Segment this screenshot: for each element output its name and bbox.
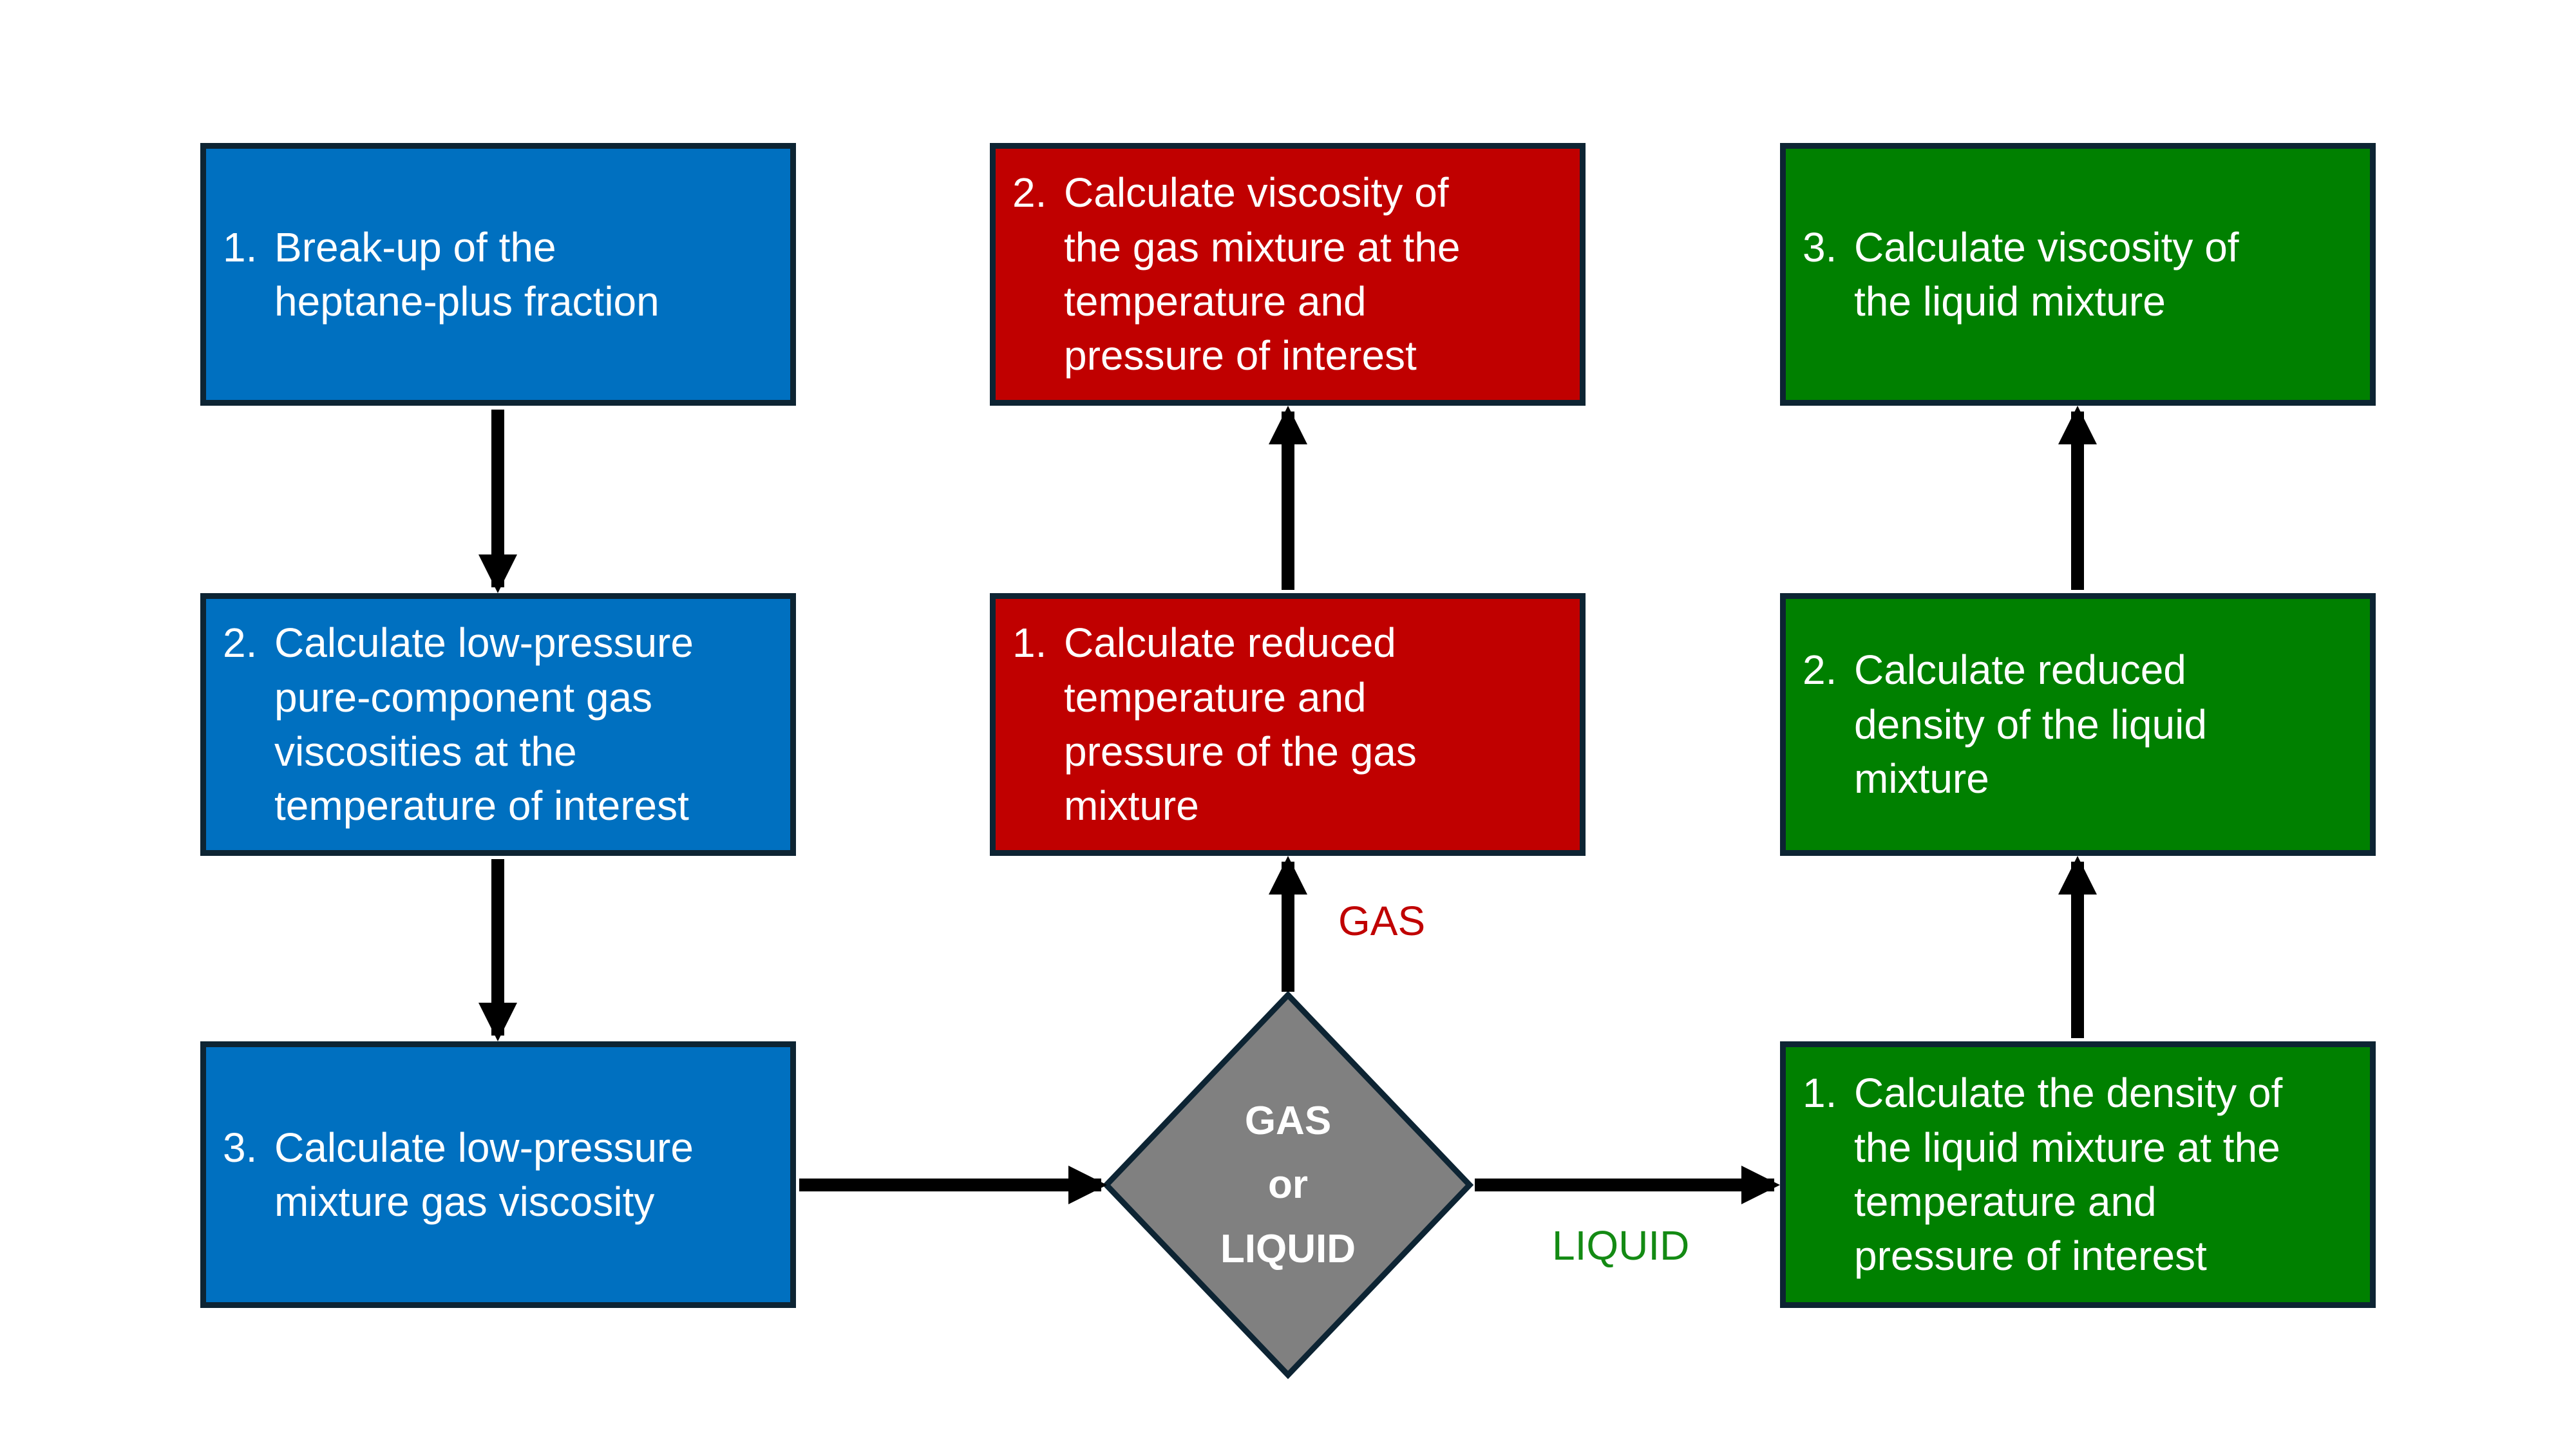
step-number: 1. <box>1803 1070 1837 1117</box>
step-text: Calculate viscosity of the liquid mixtur… <box>1854 223 2239 325</box>
step-number: 2. <box>1803 647 1837 694</box>
step-text: Calculate the density of the liquid mixt… <box>1854 1070 2283 1280</box>
step-text: Calculate reduced temperature and pressu… <box>1064 620 1417 829</box>
step-number: 2. <box>223 620 258 667</box>
flow-box-breakup-heptane-plus: 1. Break-up of the heptane-plus fraction <box>200 143 796 406</box>
step-text: Calculate viscosity of the gas mixture a… <box>1064 169 1461 379</box>
flow-box-reduced-temp-pressure-gas: 1. Calculate reduced temperature and pre… <box>990 593 1586 856</box>
step-text: Calculate reduced density of the liquid … <box>1854 647 2207 802</box>
branch-label-liquid: LIQUID <box>1552 1222 1690 1269</box>
step-text: Calculate low-pressure pure-component ga… <box>274 620 694 829</box>
flow-box-low-pressure-mixture-gas-viscosity: 3. Calculate low-pressure mixture gas vi… <box>200 1041 796 1308</box>
flow-box-gas-mixture-viscosity: 2. Calculate viscosity of the gas mixtur… <box>990 143 1586 406</box>
flow-box-reduced-density-liquid: 2. Calculate reduced density of the liqu… <box>1780 593 2376 856</box>
step-text: Break-up of the heptane-plus fraction <box>274 223 659 325</box>
step-text: Calculate low-pressure mixture gas visco… <box>274 1124 694 1225</box>
step-number: 2. <box>1012 169 1047 216</box>
step-number: 1. <box>223 223 258 270</box>
step-number: 3. <box>1803 223 1837 270</box>
decision-diamond-shape <box>1102 990 1474 1379</box>
flow-box-pure-component-gas-viscosities: 2. Calculate low-pressure pure-component… <box>200 593 796 856</box>
step-number: 1. <box>1012 620 1047 667</box>
step-number: 3. <box>223 1124 258 1171</box>
branch-label-gas: GAS <box>1338 898 1426 944</box>
flow-box-liquid-mixture-density: 1. Calculate the density of the liquid m… <box>1780 1041 2376 1308</box>
decision-gas-or-liquid-label: GAS or LIQUID <box>1220 1099 1356 1271</box>
flow-box-liquid-mixture-viscosity: 3. Calculate viscosity of the liquid mix… <box>1780 143 2376 406</box>
